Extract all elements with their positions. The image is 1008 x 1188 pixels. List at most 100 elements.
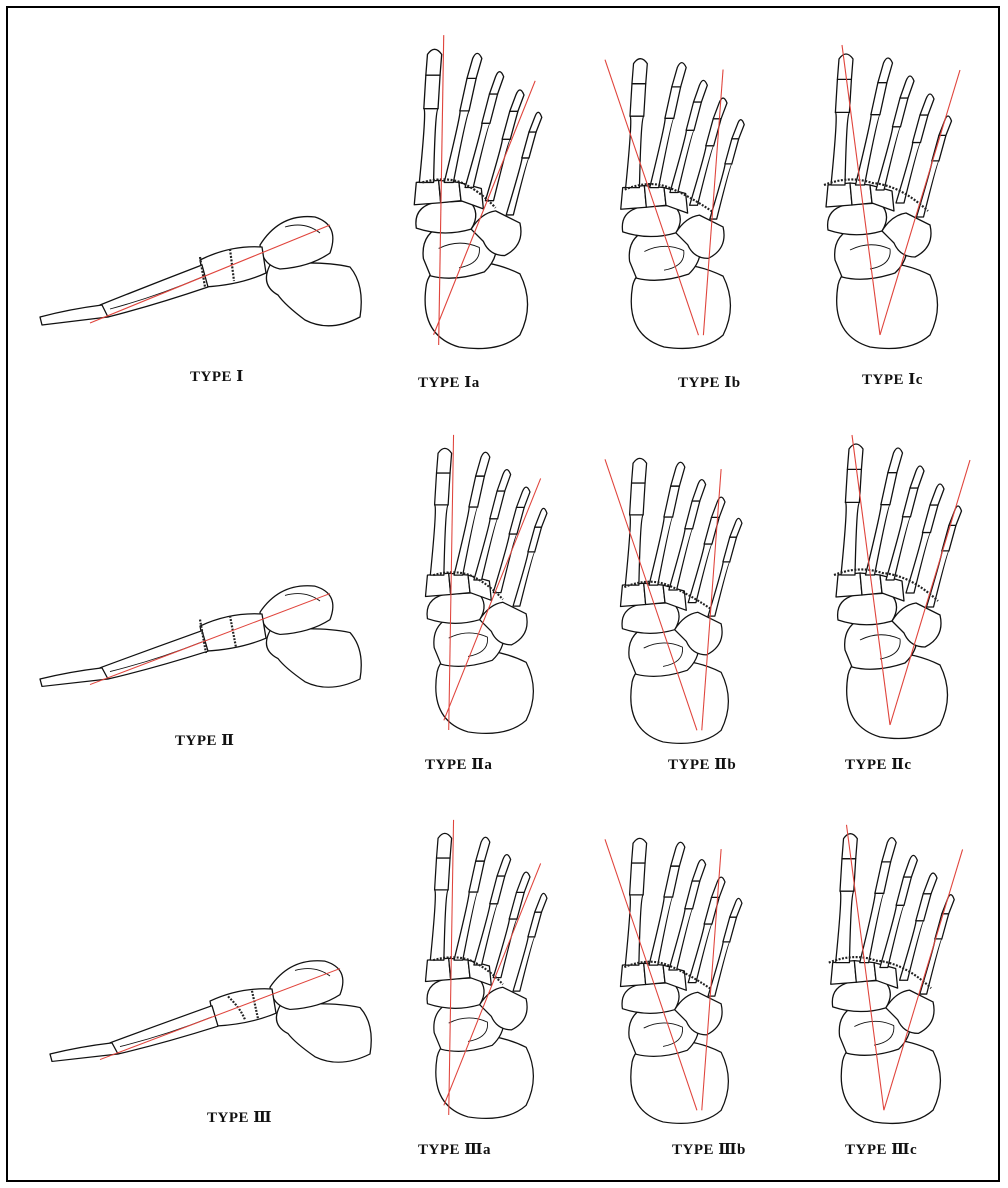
proximal-phalanx-2 — [469, 476, 484, 507]
proximal-phalanx-4 — [916, 894, 931, 921]
metatarsal-4 — [688, 544, 712, 603]
intermediate-cuneiform — [449, 573, 470, 594]
navicular-outline — [416, 201, 476, 233]
distal-phalanx-3 — [497, 855, 511, 876]
foot-skeleton — [425, 820, 546, 1119]
foot-diagram-type-3c — [815, 815, 985, 1120]
foot-skeleton — [834, 435, 970, 739]
proximal-phalanx-5 — [723, 917, 737, 942]
metatarsal-2 — [650, 118, 674, 187]
navicular-outline — [622, 603, 679, 634]
distal-phalanx-3 — [904, 855, 918, 877]
caption-type-1b: TYPE Ⅰb — [678, 373, 741, 392]
metatarsal-4 — [493, 919, 517, 978]
medial-cuneiform — [826, 183, 852, 207]
navicular-outline — [838, 593, 897, 625]
proximal-phalanx-5 — [725, 139, 739, 164]
proximal-phalanx-3 — [482, 94, 498, 123]
intermediate-cuneiform — [449, 958, 470, 979]
caption-type-3b: TYPE Ⅲb — [672, 1140, 746, 1159]
distal-phalanx-3 — [900, 76, 914, 98]
caption-type-1: TYPE Ⅰ — [190, 367, 244, 386]
distal-phalanx-2 — [476, 837, 490, 861]
metatarsal-3 — [669, 909, 693, 970]
navicular-outline — [427, 593, 484, 624]
lateral-foot-type-2 — [30, 575, 370, 705]
distal-phalanx-2 — [671, 462, 685, 486]
metatarsal-4 — [896, 143, 921, 204]
metatarsal-3 — [669, 529, 693, 590]
phalanges-lateral — [40, 668, 108, 687]
distal-phalanx-4 — [516, 872, 530, 892]
distal-phalanx-5 — [730, 518, 742, 537]
metatarsal-3 — [474, 519, 498, 580]
foot-skeleton — [824, 45, 960, 349]
distal-phalanx-5 — [535, 508, 547, 527]
caption-type-3c: TYPE Ⅲc — [845, 1140, 917, 1159]
proximal-phalanx-2 — [881, 473, 897, 505]
navicular-outline — [622, 983, 679, 1014]
proximal-phalanx-1 — [435, 473, 450, 505]
calcaneus-lateral — [266, 263, 361, 326]
medial-cuneiform — [425, 573, 450, 596]
metatarsals-lateral — [100, 265, 208, 317]
proximal-phalanx-1 — [630, 483, 645, 515]
metatarsal-3 — [880, 905, 904, 967]
distal-phalanx-5 — [529, 112, 542, 132]
navicular-outline — [828, 203, 887, 235]
metatarsal-5 — [513, 937, 535, 991]
medial-cuneiform — [831, 961, 857, 985]
proximal-phalanx-5 — [723, 537, 737, 562]
distal-phalanx-2 — [672, 63, 686, 87]
medial-cuneiform — [414, 180, 440, 204]
proximal-phalanx-5 — [522, 132, 536, 158]
metatarsal-3 — [474, 904, 498, 965]
foot-diagram-type-2a — [410, 430, 580, 730]
distal-phalanx-3 — [694, 80, 708, 102]
proximal-phalanx-1 — [630, 863, 645, 895]
distal-phalanx-2 — [476, 452, 490, 476]
metatarsal-1 — [625, 515, 643, 585]
foot-skeleton — [425, 435, 546, 734]
proximal-phalanx-5 — [528, 527, 542, 552]
metatarsal-4 — [493, 534, 517, 593]
caption-type-3: TYPE Ⅲ — [207, 1108, 272, 1127]
proximal-phalanx-3 — [685, 881, 700, 909]
distal-phalanx-2 — [888, 448, 903, 473]
lateral-foot-skeleton — [40, 586, 361, 687]
metatarsal-2 — [649, 897, 673, 965]
proximal-phalanx-1 — [630, 84, 646, 116]
phalanges-lateral — [50, 1043, 118, 1062]
foot-skeleton — [414, 35, 542, 348]
metatarsal-2 — [444, 111, 469, 183]
distal-phalanx-1 — [632, 59, 647, 84]
proximal-phalanx-2 — [875, 862, 891, 893]
caption-type-2: TYPE Ⅱ — [175, 731, 234, 750]
intermediate-cuneiform — [644, 583, 665, 604]
distal-phalanx-2 — [467, 53, 482, 78]
distal-phalanx-3 — [489, 72, 503, 94]
distal-phalanx-1 — [632, 458, 647, 483]
proximal-phalanx-3 — [893, 98, 909, 127]
foot-diagram-type-3a — [410, 815, 580, 1115]
distal-phalanx-2 — [671, 842, 685, 866]
proximal-phalanx-4 — [509, 892, 524, 919]
proximal-phalanx-2 — [469, 861, 484, 892]
calcaneus-lateral — [276, 1004, 371, 1062]
foot-diagram-type-1b — [605, 40, 775, 345]
navicular-outline — [622, 205, 680, 236]
navicular-outline — [832, 980, 890, 1011]
lateral-foot-type-3 — [40, 950, 380, 1080]
proximal-phalanx-2 — [460, 78, 476, 111]
metatarsal-4 — [906, 533, 931, 594]
proximal-phalanx-3 — [903, 488, 919, 517]
caption-type-2a: TYPE Ⅱa — [425, 755, 492, 774]
distal-phalanx-3 — [910, 466, 924, 488]
metatarsal-1 — [430, 890, 448, 960]
proximal-phalanx-2 — [664, 866, 679, 897]
proximal-phalanx-1 — [435, 858, 450, 890]
distal-phalanx-2 — [878, 58, 893, 83]
midfoot-lateral — [210, 989, 276, 1026]
metatarsal-1 — [419, 109, 438, 183]
metatarsal-3 — [886, 517, 911, 580]
